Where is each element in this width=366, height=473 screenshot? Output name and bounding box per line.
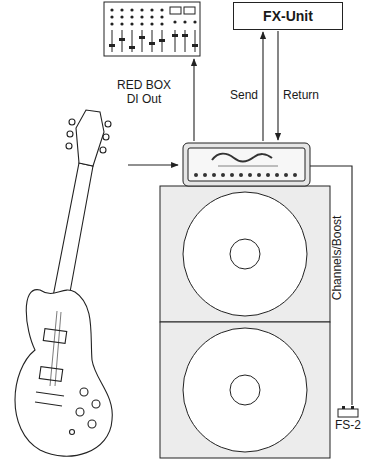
output-label: RED BOX DI Out [111,79,177,107]
pedal-icon [336,405,360,419]
speaker-cabinet [160,186,330,458]
switch-cable-label: Channels/Boost [331,216,345,301]
send-label: Send [230,89,258,103]
node-text: FS-2 [332,419,364,433]
return-label: Return [283,89,319,103]
guitar-drawing [15,110,112,456]
node-text: FX-Unit [263,8,313,24]
mixer-symbol [104,2,200,56]
footswitch: FS-2 [332,405,364,433]
fx-unit-box: FX-Unit [233,2,343,30]
amp-head [183,143,310,186]
